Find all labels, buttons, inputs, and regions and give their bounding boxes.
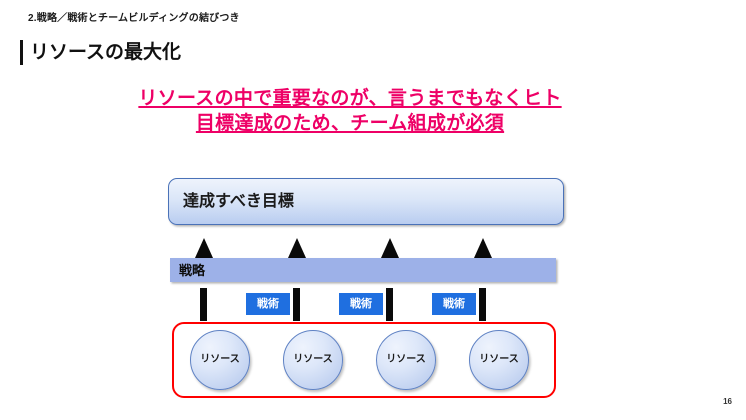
strategy-bar-label: 戦略	[179, 262, 206, 278]
tactic-box-label: 戦術	[443, 297, 465, 310]
resource-circle-2: リソース	[283, 330, 343, 390]
page-number: 16	[723, 397, 732, 406]
arrow-up-1	[195, 238, 213, 258]
breadcrumb: 2.戦略／戦術とチームビルディングの結びつき	[28, 13, 240, 24]
connector-bar-3	[386, 288, 393, 321]
resource-circle-4: リソース	[469, 330, 529, 390]
resource-circle-label: リソース	[293, 354, 333, 365]
tactic-box-label: 戦術	[350, 297, 372, 310]
resource-circle-label: リソース	[479, 354, 519, 365]
page-title-label: リソースの最大化	[30, 41, 182, 63]
resource-circle-3: リソース	[376, 330, 436, 390]
tactic-box-3: 戦術	[432, 293, 476, 315]
connector-bar-1	[200, 288, 207, 321]
resource-circle-label: リソース	[386, 354, 426, 365]
arrow-up-3	[381, 238, 399, 258]
tactic-box-1: 戦術	[246, 293, 290, 315]
page-title: リソースの最大化	[20, 38, 181, 66]
headline: リソースの中で重要なのが、言うまでもなくヒト 目標達成のため、チーム組成が必須	[0, 86, 700, 136]
connector-bar-4	[479, 288, 486, 321]
tactic-box-2: 戦術	[339, 293, 383, 315]
arrow-up-4	[474, 238, 492, 258]
resource-circle-label: リソース	[200, 354, 240, 365]
tactic-box-label: 戦術	[257, 297, 279, 310]
headline-line-2: 目標達成のため、チーム組成が必須	[195, 113, 505, 134]
resource-circle-1: リソース	[190, 330, 250, 390]
arrow-up-2	[288, 238, 306, 258]
strategy-bar: 戦略	[170, 258, 556, 282]
resource-group-container	[172, 322, 556, 398]
connector-bar-2	[293, 288, 300, 321]
headline-line-1: リソースの中で重要なのが、言うまでもなくヒト	[138, 88, 562, 109]
goal-box: 達成すべき目標	[168, 178, 564, 225]
goal-box-label: 達成すべき目標	[183, 192, 294, 210]
heading-accent-bar	[20, 39, 23, 65]
